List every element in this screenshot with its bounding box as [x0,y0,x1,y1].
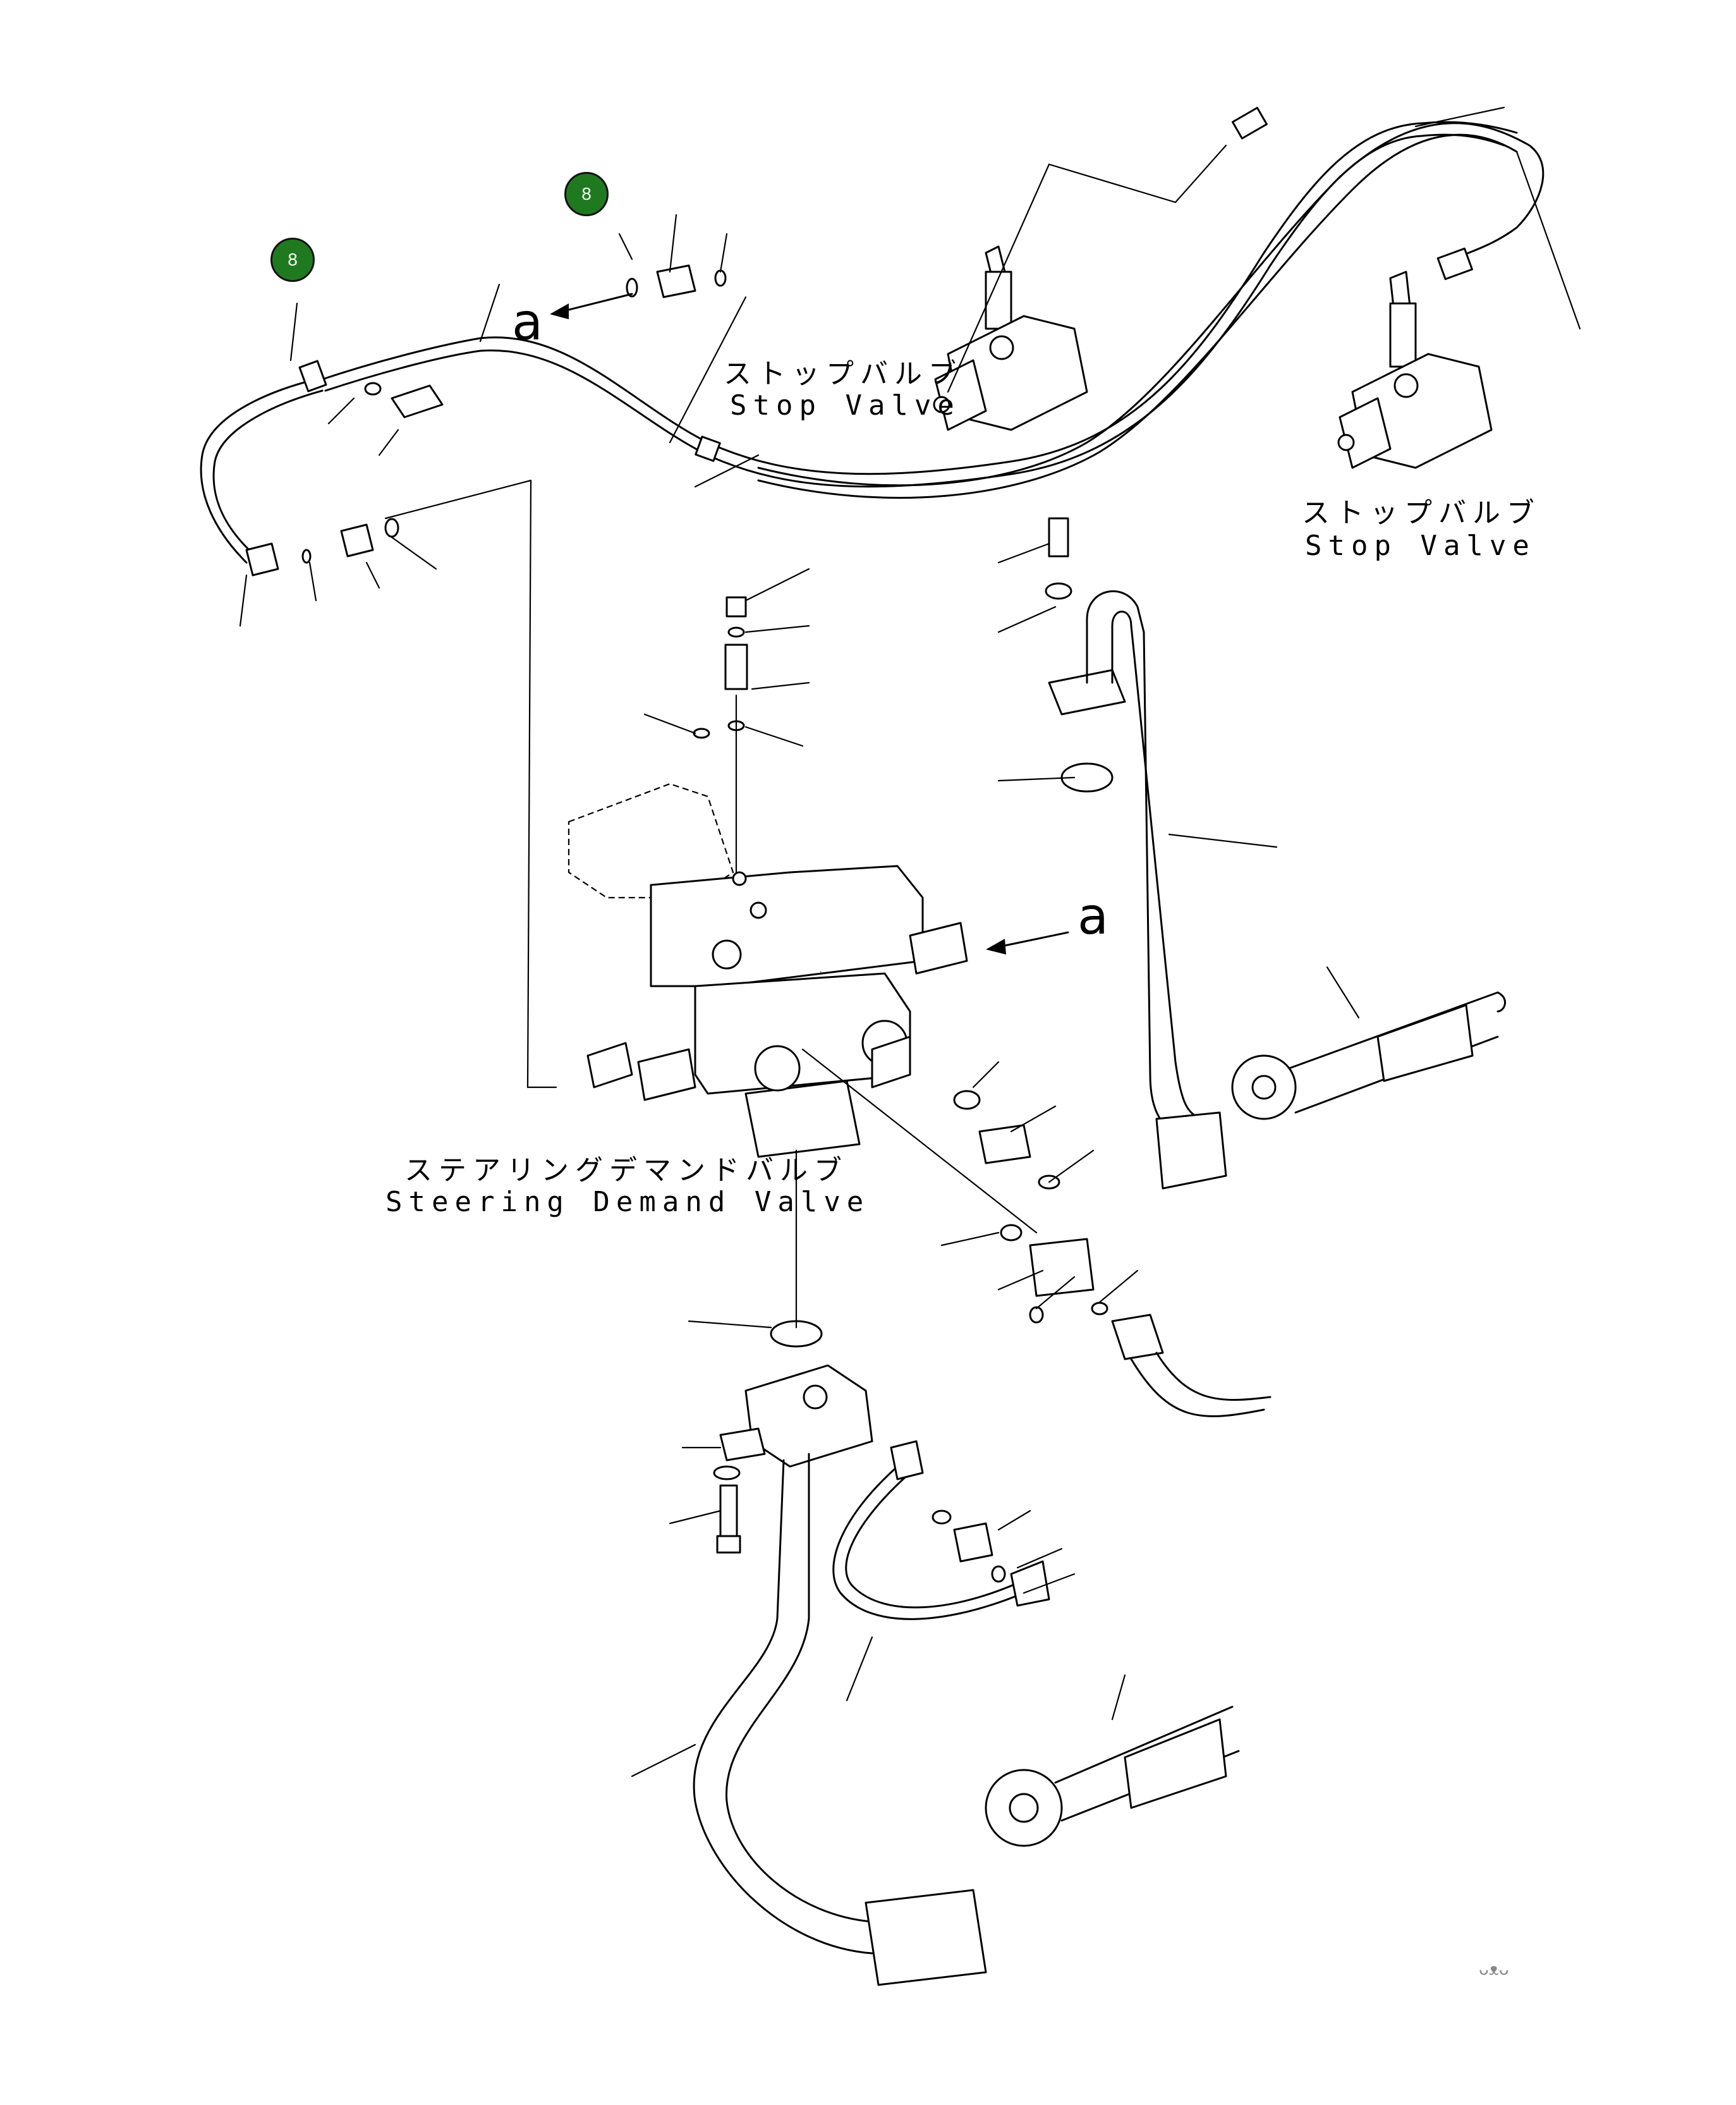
stop-valve-1 [933,245,1088,431]
lower-right-hose [1111,1314,1272,1417]
stop-valve-2 [1337,271,1493,469]
stop-valve-2-label-jp: ストップバルブ [1302,497,1541,529]
lower-thin-hose [832,1440,1050,1620]
upper-hose [200,107,1545,564]
right-flange-hose-2 [985,1705,1240,1847]
right-flange-hose-1 [1231,991,1506,1120]
part-badge-8-left[interactable]: 8 [270,238,315,282]
steering-valve-label-jp: ステアリングデマンドバルブ [404,1154,848,1187]
steering-valve-label-en: Steering Demand Valve [385,1186,870,1218]
steering-demand-valve [568,783,968,1158]
corner-watermark: ᴗᴥᴗ [1479,1960,1509,1979]
middle-fittings [801,1048,1108,1324]
part-badge-8-top[interactable]: 8 [564,172,609,216]
leader-lines [239,106,1581,1778]
view-callout-1: a [512,293,543,351]
view-callout-2: a [1077,887,1109,946]
right-rigid-tube [1045,517,1227,1190]
top-left-fittings [245,264,727,577]
view-arrows [550,293,1069,955]
stop-valve-2-label-en: Stop Valve [1305,530,1536,562]
stacked-fittings [693,596,748,874]
lower-rigid-tube [693,1364,987,1986]
stop-valve-1-label-en: Stop Valve [730,389,961,422]
stop-valve-1-label-jp: ストップバルブ [724,358,962,390]
